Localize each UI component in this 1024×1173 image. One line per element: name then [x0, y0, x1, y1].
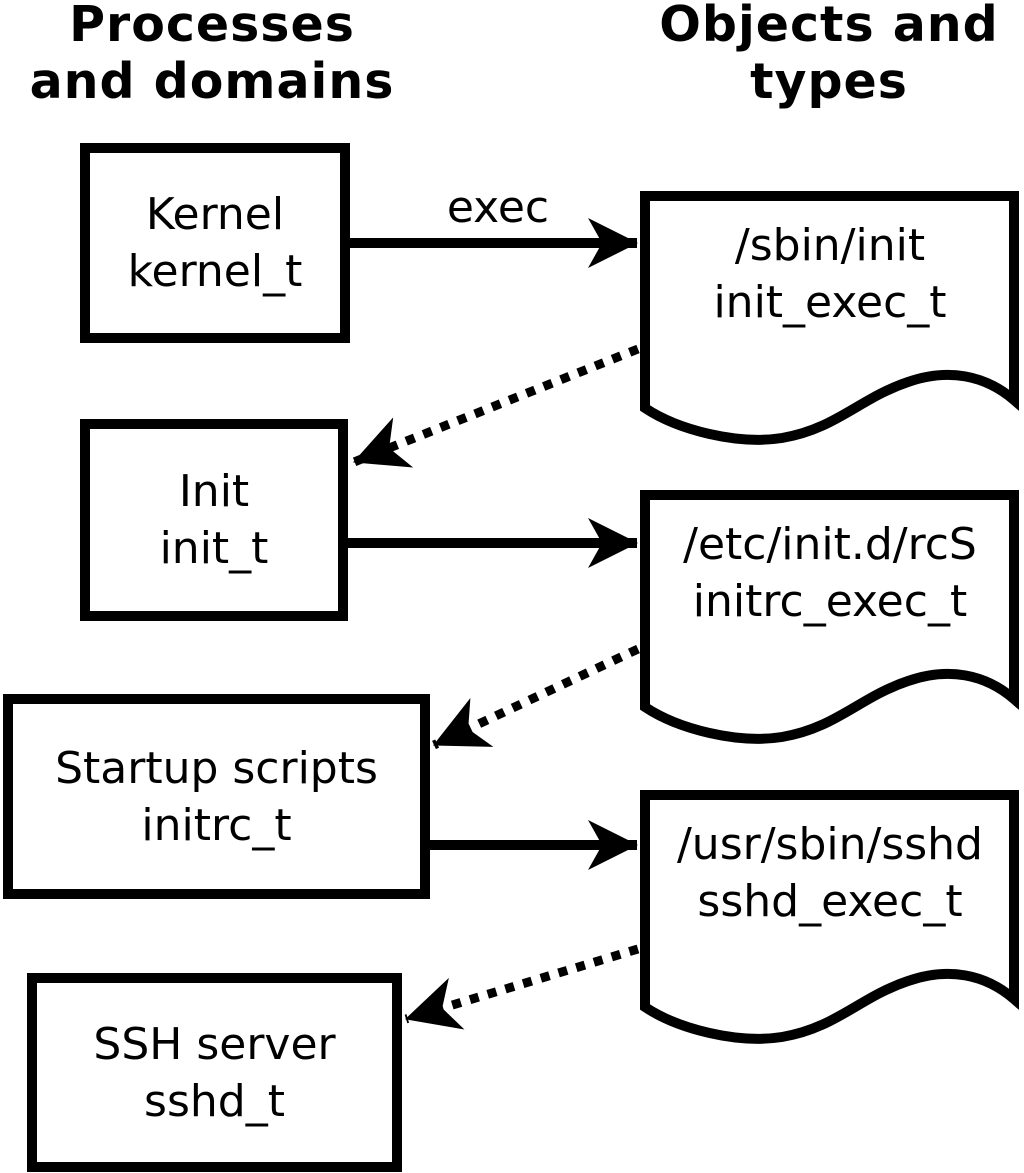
exec-arrow-label: exec — [446, 182, 550, 233]
column-header-objects-line2: types — [750, 53, 908, 110]
dotted-arrow-usr-sbin-sshd-to-sshd — [404, 944, 640, 1030]
document-shape-sbin-init — [640, 191, 1019, 445]
document-label-sbin-init: /sbin/init init_exec_t — [645, 217, 1015, 331]
process-domain-type: initrc_t — [141, 799, 292, 851]
process-label: Kernel — [145, 189, 285, 240]
column-header-processes: Processes and domains — [0, 0, 424, 110]
document-shape-usr-sbin-sshd — [640, 790, 1019, 1044]
column-header-processes-line2: and domains — [29, 53, 395, 110]
process-domain-type: kernel_t — [127, 246, 303, 297]
object-path: /sbin/init — [734, 220, 926, 271]
document-shape-etc-init-d-rcs — [640, 490, 1019, 744]
object-path: /etc/init.d/rcS — [683, 519, 977, 570]
process-box-ssh-server: SSH server sshd_t — [27, 973, 402, 1172]
document-label-usr-sbin-sshd: /usr/sbin/sshd sshd_exec_t — [645, 816, 1015, 930]
document-label-etc-init-d-rcs: /etc/init.d/rcS initrc_exec_t — [645, 516, 1015, 630]
object-path: /usr/sbin/sshd — [676, 819, 983, 870]
column-header-objects-line1: Objects and — [659, 0, 999, 53]
process-label: Startup scripts — [55, 742, 378, 794]
column-header-objects: Objects and types — [617, 0, 1024, 110]
process-box-init: Init init_t — [80, 419, 348, 621]
process-domain-type: sshd_t — [144, 1075, 285, 1127]
dotted-arrow-sbin-init-to-init — [352, 344, 640, 468]
dotted-arrow-etc-init-d-rcs-to-initrc — [432, 644, 640, 750]
process-label: SSH server — [93, 1018, 336, 1070]
object-type: sshd_exec_t — [697, 876, 963, 927]
object-type: init_exec_t — [713, 277, 947, 328]
object-type: initrc_exec_t — [692, 576, 968, 627]
process-label: Init — [178, 466, 250, 517]
process-domain-type: init_t — [159, 523, 269, 574]
process-box-startup-scripts: Startup scripts initrc_t — [3, 694, 430, 899]
process-box-kernel: Kernel kernel_t — [80, 143, 350, 343]
column-header-processes-line1: Processes — [69, 0, 355, 53]
